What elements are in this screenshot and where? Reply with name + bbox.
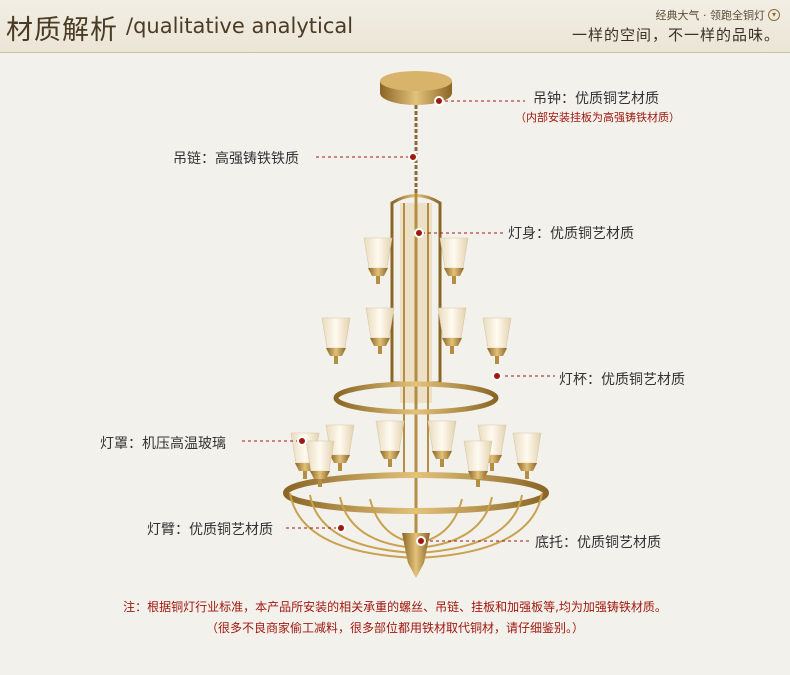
slogan-small-text: 经典大气 · 领跑全铜灯 (655, 9, 766, 22)
label-dianlian: 吊链：高强铸铁铁质 (173, 151, 299, 167)
lower-ring (283, 472, 549, 514)
header-banner: 材质解析 /qualitative analytical 经典大气 · 领跑全铜… (0, 0, 790, 53)
label-dengbei: 灯杯：优质铜艺材质 (559, 372, 685, 388)
label-dengbi: 灯臂：优质铜艺材质 (147, 522, 273, 538)
body-frame (390, 194, 442, 385)
label-dengshen: 灯身：优质铜艺材质 (508, 226, 634, 242)
chandelier-illustration (242, 71, 555, 578)
slogan-small: 经典大气 · 领跑全铜灯 ▾ (655, 7, 780, 23)
callout-markers (297, 96, 502, 546)
note-line-1: 注：根据铜灯行业标准，本产品所安装的相关承重的螺丝、吊链、挂板和加强板等,均为加… (123, 600, 667, 614)
label-dengzhao: 灯罩：机压高温玻璃 (100, 436, 226, 452)
upper-ring (333, 381, 499, 415)
chevron-down-icon: ▾ (768, 9, 780, 21)
note-line-2: （很多不良商家偷工减料，很多部位都用铁材取代铜材，请仔细鉴别。） (205, 621, 584, 635)
page-subtitle: /qualitative analytical (126, 14, 354, 38)
label-diaozhong: 吊钟：优质铜艺材质 (533, 91, 659, 107)
page-title: 材质解析 (6, 15, 118, 46)
label-diaozhong-note: （内部安装挂板为高强铸铁材质） (515, 111, 680, 124)
label-dituo: 底托：优质铜艺材质 (535, 535, 661, 551)
slogan-main: 一样的空间，不一样的品味。 (571, 26, 780, 44)
chandelier-diagram: 吊钟：优质铜艺材质 （内部安装挂板为高强铸铁材质） 吊链：高强铸铁铁质 灯身：优… (0, 53, 790, 675)
